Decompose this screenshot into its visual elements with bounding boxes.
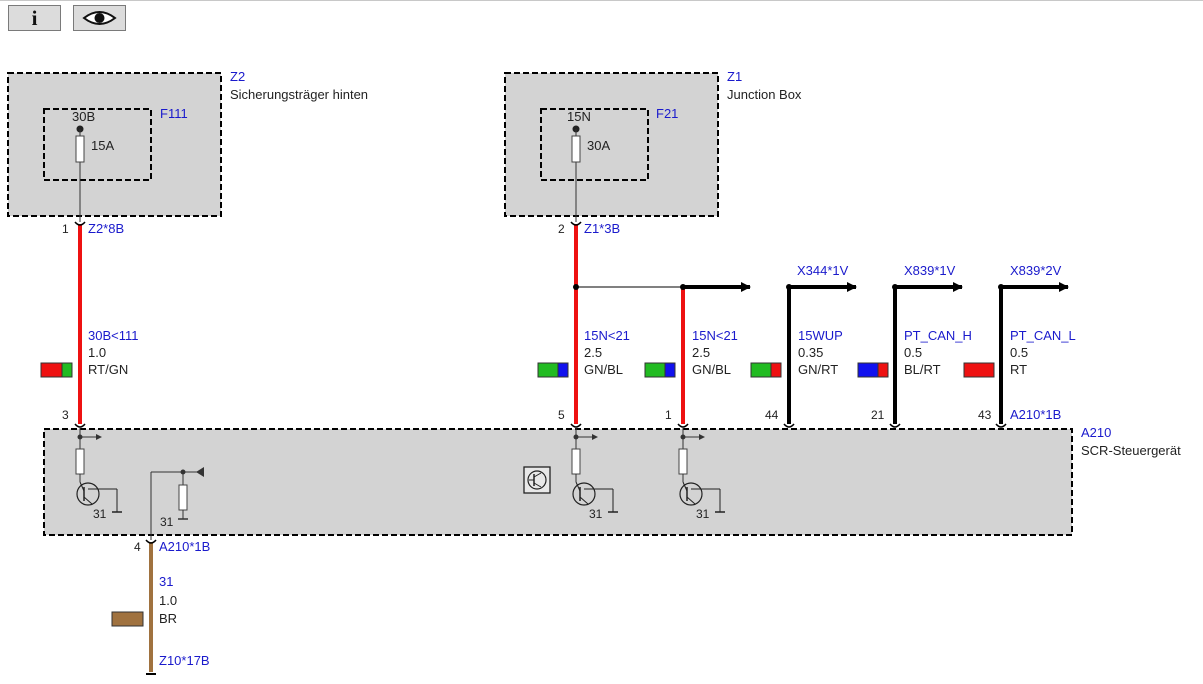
color-swatch-secondary [877, 362, 889, 378]
connector-mark-z2 [74, 221, 86, 226]
color-swatch-primary [750, 362, 772, 378]
info-button[interactable]: i [8, 5, 61, 31]
ground-connector: A210*1B [159, 539, 210, 554]
z2-name: Sicherungsträger hinten [230, 87, 368, 102]
component-a210[interactable]: A210 SCR-Steuergerät [43, 425, 1181, 536]
svg-text:i: i [32, 6, 38, 30]
z1-name: Junction Box [727, 87, 802, 102]
color-swatch-primary [857, 362, 879, 378]
info-icon: i [32, 6, 38, 30]
z1-rating: 30A [587, 138, 610, 153]
wire-color-code: RT [1010, 362, 1027, 377]
wire-color-code: GN/RT [798, 362, 838, 377]
z2-id: Z2 [230, 69, 245, 84]
wire-pin: 43 [978, 408, 992, 422]
ground-signal: 31 [159, 574, 173, 589]
wire-color-code: BL/RT [904, 362, 941, 377]
wire-pin: 5 [558, 408, 565, 422]
top-divider [0, 0, 1203, 1]
ground-size: 1.0 [159, 593, 177, 608]
color-swatch-brown [111, 611, 144, 627]
color-swatch-primary [537, 362, 559, 378]
connector-mark-pin21 [889, 423, 901, 428]
control-unit-icon [523, 466, 551, 494]
wire-signal: 15N<21 [692, 328, 738, 343]
connector-mark-pin4 [145, 539, 157, 544]
z2-fuse-id: F111 [160, 106, 188, 121]
color-swatch-secondary [770, 362, 782, 378]
a210-id: A210 [1081, 425, 1111, 440]
color-swatch-secondary [61, 362, 73, 378]
a210-name: SCR-Steuergerät [1081, 443, 1181, 458]
ground-label-31: 31 [696, 507, 710, 521]
connector-mark-pin43 [995, 423, 1007, 428]
internal-circuit-pin1: 31 [678, 426, 725, 521]
wire-signal: 30B<111 [88, 328, 138, 343]
ground-color-code: BR [159, 611, 177, 626]
wire-signal: PT_CAN_L [1010, 328, 1076, 343]
internal-circuit-ground: 31 [150, 467, 204, 540]
color-swatch-secondary [664, 362, 676, 378]
color-swatch-primary [963, 362, 995, 378]
z1-fuse-id: F21 [656, 106, 678, 121]
wire-connector: X839*2V [1010, 263, 1062, 278]
color-swatch-primary [644, 362, 666, 378]
z2-terminal: 30B [72, 109, 95, 124]
z2-rating: 15A [91, 138, 114, 153]
color-swatch-primary [40, 362, 63, 378]
wire-signal: PT_CAN_H [904, 328, 972, 343]
wire-signal: 15N<21 [584, 328, 630, 343]
wire-size: 2.5 [584, 345, 602, 360]
internal-circuit-pin3: 31 [75, 426, 122, 521]
wire-size: 1.0 [88, 345, 106, 360]
internal-circuit-pin5: 31 [571, 426, 618, 521]
connector-mark-z1 [570, 221, 582, 226]
fuse-symbol-f21 [571, 135, 581, 163]
z1-pin: 2 [558, 222, 565, 236]
ground-pin: 4 [134, 540, 141, 554]
wire-size: 0.35 [798, 345, 823, 360]
wire-color-code: RT/GN [88, 362, 128, 377]
wire-size: 0.5 [1010, 345, 1028, 360]
fuse-box-f21 [540, 108, 649, 181]
connector-mark-pin44 [783, 423, 795, 428]
component-z2[interactable]: 30B 15A F111 Z2 Sicherungsträger hinten [7, 69, 368, 222]
color-swatch-secondary [557, 362, 569, 378]
z1-terminal: 15N [567, 109, 591, 124]
wire-pin: 1 [665, 408, 672, 422]
wire-size: 0.5 [904, 345, 922, 360]
wire-pin: 44 [765, 408, 779, 422]
wire-connector: X839*1V [904, 263, 956, 278]
ground-end-connector: Z10*17B [159, 653, 210, 668]
z2-pin: 1 [62, 222, 69, 236]
component-z1[interactable]: 15N 30A F21 Z1 Junction Box [504, 69, 802, 222]
wire-connector: X344*1V [797, 263, 849, 278]
wire-color-code: GN/BL [584, 362, 623, 377]
wire-signal: 15WUP [798, 328, 843, 343]
wire-pin: 3 [62, 408, 69, 422]
view-button[interactable] [73, 5, 126, 31]
ground-label-31: 31 [93, 507, 107, 521]
a210-connector: A210*1B [1010, 407, 1061, 422]
ground-label-31: 31 [589, 507, 603, 521]
eye-icon [82, 11, 117, 25]
fuse-box-f111 [43, 108, 152, 181]
z2-connector: Z2*8B [88, 221, 124, 236]
ground-label-31: 31 [160, 515, 174, 529]
fuse-symbol-f111 [75, 135, 85, 163]
wire-color-code: GN/BL [692, 362, 731, 377]
z1-id: Z1 [727, 69, 742, 84]
wire-pin: 21 [871, 408, 885, 422]
z1-connector: Z1*3B [584, 221, 620, 236]
wire-size: 2.5 [692, 345, 710, 360]
